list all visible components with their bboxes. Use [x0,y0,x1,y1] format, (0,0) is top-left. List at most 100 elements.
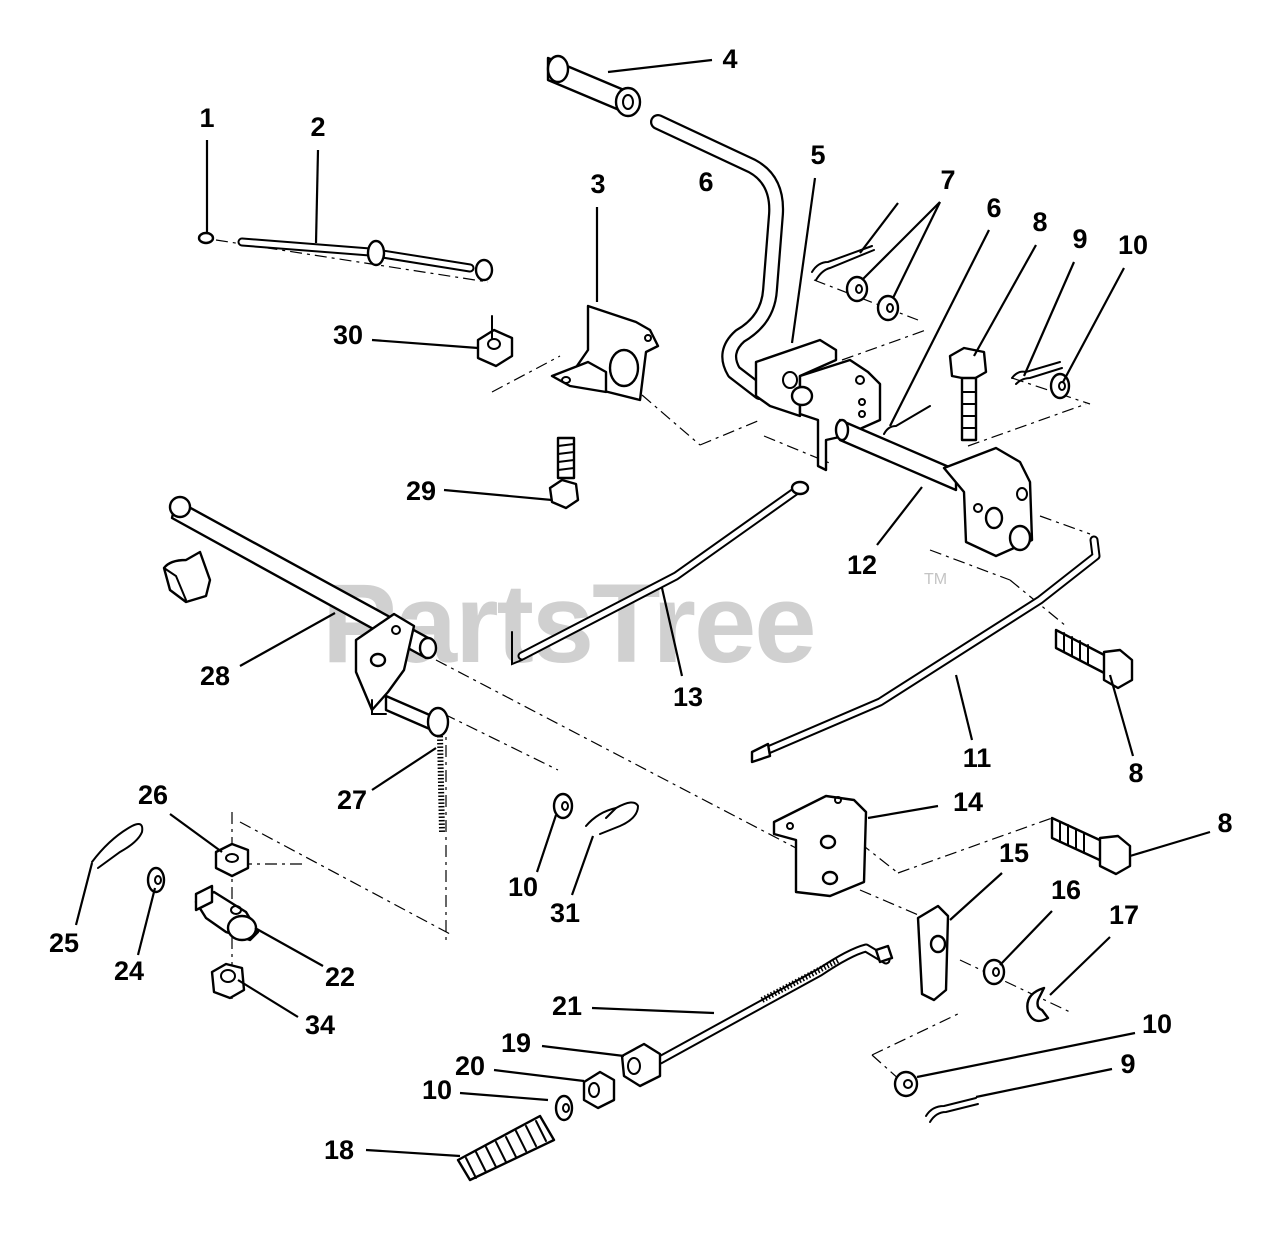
leader-line-c7b [892,201,941,299]
callout-label-c24: 24 [114,956,144,986]
leader-line-c26 [169,813,223,853]
leader-line-c17 [1049,936,1111,996]
callout-label-c2: 2 [310,112,325,142]
callout-label-c8a: 8 [1032,207,1047,237]
callout-label-c10c: 10 [1142,1009,1172,1039]
watermark-trademark: TM [924,571,947,588]
leader-line-c14 [867,804,939,820]
callout-label-c22: 22 [325,962,355,992]
cotter-pin-bottom-right [925,1097,979,1123]
leader-line-c16 [999,910,1053,966]
compression-spring [456,1114,556,1182]
callout-label-c31: 31 [550,898,580,928]
callout-label-c11: 11 [963,743,992,773]
leader-line-c5 [790,177,817,344]
lever-arm-plate [354,612,416,715]
cross-rod [168,495,438,660]
leader-line-c7a [861,201,941,281]
leader-line-c31 [570,835,595,896]
callout-label-c1: 1 [199,103,214,133]
leader-line-c13 [660,587,684,677]
leader-line-c2 [314,149,320,244]
callout-label-c5: 5 [810,140,825,170]
bolt-middle [1054,628,1134,690]
leader-line-c24 [136,887,157,956]
pivot-bracket [550,304,660,402]
shift-link-rod [511,480,810,666]
callout-label-c9b: 9 [1120,1049,1135,1079]
leader-line-c29 [443,488,553,502]
callout-label-c13: 13 [673,682,703,712]
leader-line-c8a [973,244,1037,357]
callout-label-c18: 18 [324,1135,354,1165]
cotter-pin-shaft [883,405,931,435]
callout-label-c29: 29 [406,476,436,506]
washer-lower [982,958,1006,986]
callout-label-c30: 30 [333,320,363,350]
washer-spring [554,1094,574,1122]
hairpin-clip [585,801,640,835]
rod-clip [162,550,212,604]
leader-line-c10d [459,1091,549,1102]
leader-line-c9b [975,1067,1113,1099]
callout-label-c25: 25 [49,928,79,958]
mounting-bracket [772,794,868,898]
callout-label-c4: 4 [722,44,737,74]
cotter-pin-upper [811,245,875,281]
compression-spring-small [548,436,580,510]
callout-label-c27: 27 [337,785,367,815]
callout-label-c15: 15 [999,838,1029,868]
leader-line-c15 [949,872,1003,921]
callout-label-c10a: 10 [1118,230,1148,260]
callout-label-c9a: 9 [1072,224,1087,254]
control-rod [750,535,1101,764]
shift-lever-rod [650,114,785,400]
callout-label-c6b: 6 [986,193,1001,223]
callout-label-c19: 19 [501,1028,531,1058]
callout-label-c28: 28 [200,661,230,691]
callout-label-c8c: 8 [1217,808,1232,838]
washer-pair [845,275,900,322]
leader-line-c18 [365,1148,461,1158]
leader-line-c34 [237,979,299,1018]
ferrule [194,884,260,942]
leader-line-c6a [859,202,899,254]
washer-mid [552,792,574,820]
leader-line-c8b [1108,674,1135,757]
jam-nut [582,1070,616,1110]
leader-line-c4 [607,58,713,74]
callout-label-c10d: 10 [422,1075,452,1105]
leader-line-c20 [493,1068,585,1083]
washer-left [146,866,166,894]
leader-line-c27 [371,747,437,791]
leader-line-c9a [1022,261,1076,377]
callout-label-c21: 21 [552,991,582,1021]
leader-line-c30 [371,338,479,350]
leader-line-c11 [954,674,974,741]
washer-bottom-right [893,1070,919,1098]
threaded-rod [655,943,894,1065]
callout-label-c17: 17 [1109,900,1139,930]
leader-line-c22 [254,927,324,967]
leader-line-c10a [1062,267,1125,383]
hairpin-left [91,823,144,869]
callout-label-c34: 34 [305,1010,335,1040]
callout-label-c8b: 8 [1128,758,1143,788]
adjuster-nut [620,1042,662,1088]
leader-line-c10c [916,1031,1136,1079]
nut-bottom-left [210,962,246,1000]
leader-line-c12 [876,486,923,546]
callout-label-c14: 14 [953,787,983,817]
upper-link-rod [237,237,494,282]
eye-bolt [384,694,450,833]
bolt-upper [948,346,988,442]
leader-line-c19 [541,1044,625,1058]
leader-line-c21 [591,1006,715,1015]
lock-nut [476,315,514,368]
callout-label-c16: 16 [1051,875,1081,905]
callout-label-c26: 26 [138,780,168,810]
callout-label-c20: 20 [455,1051,485,1081]
shift-lever-bracket [754,338,882,472]
